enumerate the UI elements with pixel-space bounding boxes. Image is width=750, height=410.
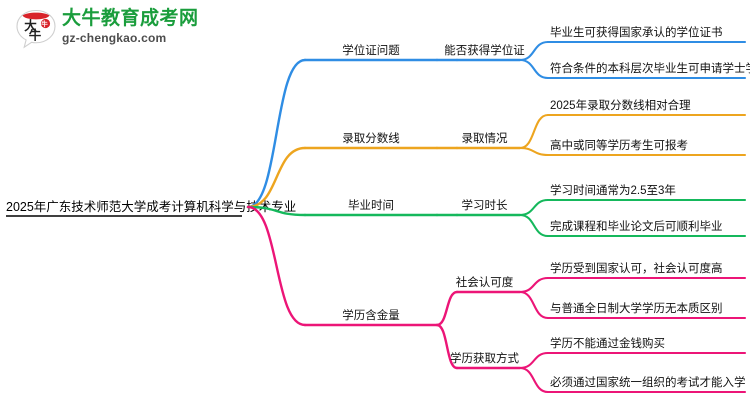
mindmap-connector — [518, 146, 550, 157]
subbranch-label: 能否获得学位证 — [444, 43, 525, 57]
mindmap-connector — [435, 290, 459, 327]
svg-text:大: 大 — [24, 18, 37, 33]
leaf-label: 与普通全日制大学学历无本质区别 — [550, 301, 723, 315]
mindmap-connector — [518, 366, 550, 394]
mindmap-connector — [246, 205, 307, 217]
mindmap-connector — [518, 58, 550, 80]
mindmap-connector — [246, 146, 307, 209]
leaf-label: 完成课程和毕业论文后可顺利毕业 — [550, 219, 723, 233]
leaf-label: 高中或同等学历考生可报考 — [550, 138, 688, 152]
branch-label-4: 学历含金量 — [342, 308, 400, 322]
leaf-label: 学历受到国家认可，社会认可度高 — [550, 261, 723, 275]
logo-subtitle: gz-chengkao.com — [62, 31, 167, 45]
leaf-label: 毕业生可获得国家承认的学位证书 — [550, 25, 723, 39]
subbranch-label: 学习时长 — [462, 198, 508, 212]
mindmap-connector — [435, 323, 459, 370]
subbranch-label: 学历获取方式 — [450, 351, 519, 365]
site-logo[interactable]: 牛 大 牛 大牛教育成考网 gz-chengkao.com — [14, 6, 244, 54]
mindmap-connector — [518, 198, 550, 217]
mindmap-connector — [246, 58, 307, 209]
leaf-label: 学历不能通过金钱购买 — [550, 336, 665, 350]
svg-text:牛: 牛 — [29, 28, 42, 43]
leaf-label: 符合条件的本科层次毕业生可申请学士学位 — [550, 61, 750, 75]
daniu-logo-mark-icon: 牛 大 牛 — [16, 9, 56, 49]
logo-title: 大牛教育成考网 — [62, 8, 199, 29]
logo-text-block: 大牛教育成考网 gz-chengkao.com — [62, 7, 242, 46]
leaf-label: 学习时间通常为2.5至3年 — [550, 183, 676, 197]
subbranch-label: 社会认可度 — [456, 275, 514, 289]
mindmap-connector — [246, 205, 307, 327]
mindmap-connector — [518, 351, 550, 370]
mindmap-connector — [518, 276, 550, 294]
branch-label-3: 毕业时间 — [348, 199, 394, 212]
svg-text:牛: 牛 — [41, 19, 48, 28]
leaf-label: 必须通过国家统一组织的考试才能入学 — [550, 375, 746, 389]
branch-label-1: 学位证问题 — [342, 43, 400, 57]
subbranch-label: 录取情况 — [462, 132, 508, 145]
branch-label-2: 录取分数线 — [342, 131, 400, 145]
leaf-label: 2025年录取分数线相对合理 — [550, 98, 691, 112]
mindmap-connector — [518, 213, 550, 238]
mindmap-connector — [518, 113, 550, 150]
root-node-label: 2025年广东技术师范大学成考计算机科学与技术专业 — [6, 199, 296, 214]
mindmap-connector — [518, 290, 550, 320]
